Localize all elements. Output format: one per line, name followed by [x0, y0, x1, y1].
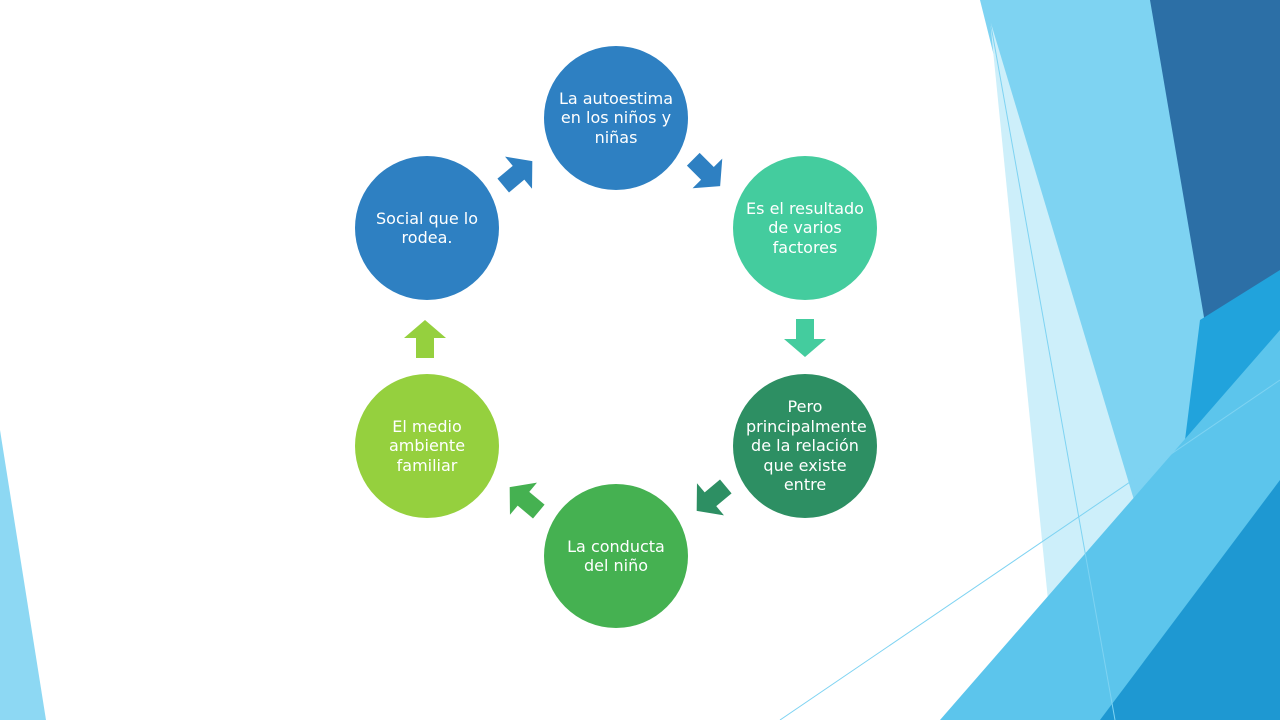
- cycle-node-social: Social que lo rodea.: [355, 156, 499, 300]
- node-label: Es el resultado de varios factores: [746, 198, 864, 257]
- cycle-node-relacion: Pero principalmente de la relación que e…: [733, 374, 877, 518]
- cycle-node-conducta: La conducta del niño: [544, 484, 688, 628]
- node-label: La conducta del niño: [567, 536, 665, 576]
- cycle-node-autoestima: La autoestima en los niños y niñas: [544, 46, 688, 190]
- facet-thin-line-2: [779, 379, 1280, 720]
- node-label: El medio ambiente familiar: [388, 416, 466, 475]
- facet-light-left: [0, 430, 46, 720]
- node-label: Social que lo rodea.: [376, 208, 478, 248]
- node-label: La autoestima en los niños y niñas: [558, 88, 674, 147]
- cycle-node-medio-ambiente: El medio ambiente familiar: [355, 374, 499, 518]
- cycle-node-resultado: Es el resultado de varios factores: [733, 156, 877, 300]
- facet-thin-line-1: [989, 19, 1116, 720]
- node-label: Pero principalmente de la relación que e…: [746, 397, 867, 495]
- facet-bottom-deep: [1100, 480, 1280, 720]
